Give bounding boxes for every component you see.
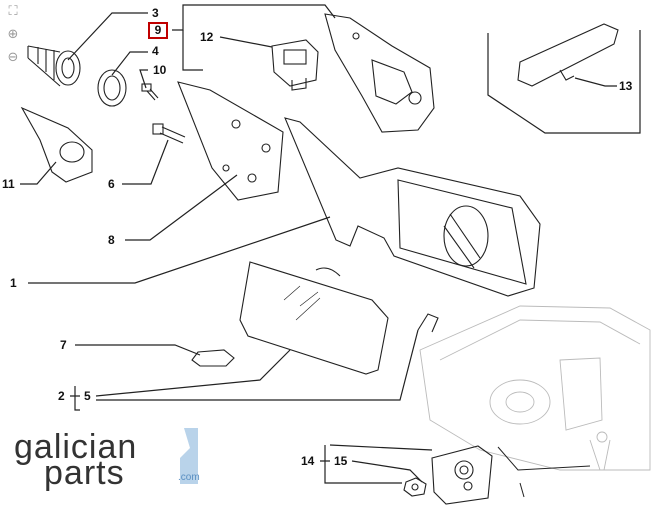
leader-14 [329, 444, 433, 451]
callout-11[interactable]: 11 [2, 177, 15, 191]
dashboard-pointer-lines [497, 446, 591, 498]
callout-8[interactable]: 8 [108, 233, 115, 247]
part-10-screw [141, 83, 159, 101]
dashboard-background-illustration [419, 305, 651, 471]
callout-3[interactable]: 3 [152, 6, 159, 20]
part-5-clip [417, 313, 439, 333]
part-3-rubber-boot [27, 45, 81, 87]
logo-domain: .com [178, 472, 200, 483]
zoom-in-icon[interactable]: ⊕ [7, 27, 19, 42]
part-7-pad [191, 349, 235, 367]
leader-12 [219, 36, 273, 48]
leader-10 [139, 69, 148, 89]
part-4-ring [97, 69, 127, 107]
part-15-nut [403, 477, 427, 497]
leader-6 [122, 139, 169, 185]
leader-3 [67, 12, 148, 61]
callout-15[interactable]: 15 [334, 454, 348, 468]
leader-9-top [172, 4, 336, 31]
logo-accent-shape [180, 428, 198, 484]
part-8-mounting-plate [177, 81, 284, 201]
leader-9-bottom [182, 30, 203, 71]
leader-14-bracket [320, 445, 402, 484]
callout-4[interactable]: 4 [152, 44, 159, 58]
part-11-bracket [20, 106, 93, 183]
part-14-adjust-switch [431, 445, 493, 505]
callout-12[interactable]: 12 [200, 30, 214, 44]
callout-6[interactable]: 6 [108, 177, 115, 191]
callout-9-label: 9 [154, 23, 162, 37]
callout-10[interactable]: 10 [153, 63, 167, 77]
part-1-mirror-housing [284, 117, 541, 297]
part-12-connector [271, 39, 319, 91]
leader-5-glass [95, 349, 291, 397]
leader-4 [111, 51, 148, 76]
leader-7 [75, 344, 201, 356]
part-9-motor-housing [324, 13, 435, 133]
callout-9-highlighted[interactable]: 9 [148, 22, 168, 39]
callout-5[interactable]: 5 [84, 389, 91, 403]
logo-word-parts: parts [44, 454, 125, 492]
callout-13[interactable]: 13 [619, 79, 633, 93]
leader-1 [28, 216, 331, 284]
fit-to-screen-icon[interactable]: ⛶ [8, 4, 18, 19]
leader-15 [351, 460, 423, 483]
leader-11 [20, 161, 57, 185]
callout-7[interactable]: 7 [60, 338, 67, 352]
leader-13-frame [487, 30, 641, 134]
leader-2-bracket [70, 386, 80, 411]
leader-8 [125, 174, 238, 241]
callout-2[interactable]: 2 [58, 389, 65, 403]
part-13-interior-mirror [517, 23, 619, 87]
callout-1[interactable]: 1 [10, 276, 17, 290]
leader-5-clip [96, 329, 419, 401]
zoom-out-icon[interactable]: ⊖ [7, 50, 19, 65]
logo-word-galician: galician [14, 428, 138, 466]
brand-logo: galician parts .com [14, 428, 214, 492]
part-6-bolt [152, 123, 186, 144]
part-5-mirror-glass [239, 261, 389, 375]
leader-13 [574, 77, 617, 87]
callout-14[interactable]: 14 [301, 454, 315, 468]
